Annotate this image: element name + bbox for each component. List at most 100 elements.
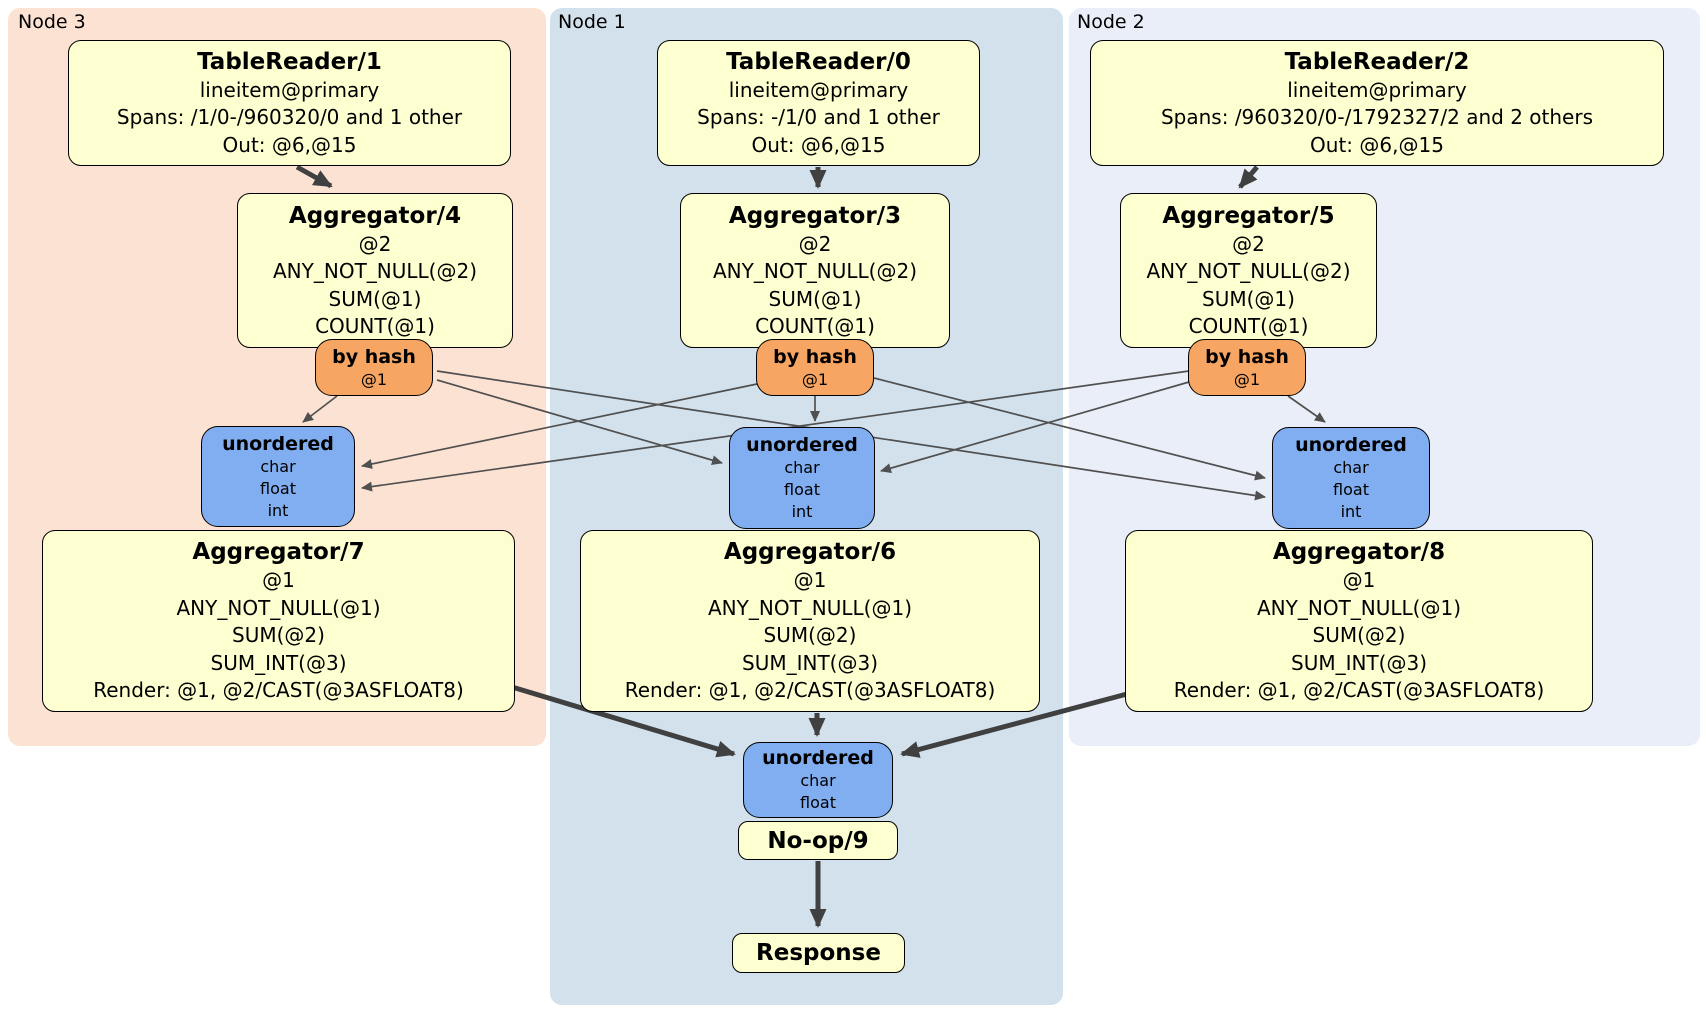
box-line: @2 — [798, 231, 832, 256]
edge-hash3-un3 — [302, 395, 338, 423]
router-by-hash-node3: by hash @1 — [315, 339, 433, 396]
box-title: Aggregator/7 — [192, 539, 365, 566]
box-line: char — [784, 458, 820, 477]
box-line: Spans: /1/0-/960320/0 and 1 other — [116, 105, 463, 130]
box-lines: char float int — [730, 457, 874, 523]
box-line: char — [1333, 458, 1369, 477]
box-title: Aggregator/4 — [288, 202, 462, 229]
box-line: Spans: -/1/0 and 1 other — [697, 105, 940, 130]
box-line: float — [800, 793, 836, 812]
box-line: SUM(@2) — [763, 623, 857, 648]
box-line: SUM_INT(@3) — [742, 650, 878, 675]
box-line: Out: @6,@15 — [222, 132, 357, 157]
box-line: Render: @1, @2/CAST(@3ASFLOAT8) — [1173, 678, 1545, 703]
box-line: float — [784, 480, 820, 499]
box-title: unordered — [1295, 434, 1407, 456]
box-line: SUM(@1) — [328, 286, 422, 311]
box-title: TableReader/0 — [726, 48, 911, 75]
box-line: @1 — [262, 568, 295, 593]
box-line: COUNT(@1) — [1188, 313, 1309, 338]
sync-unordered-node1: unordered char float int — [729, 427, 875, 529]
box-line: @2 — [1232, 231, 1265, 256]
box-line: char — [800, 771, 836, 790]
box-line: float — [260, 478, 296, 498]
box-line: @1 — [1233, 369, 1261, 389]
box-line: SUM(@1) — [1202, 286, 1295, 311]
box-lines: @1 — [316, 369, 432, 391]
box-line: Render: @1, @2/CAST(@3ASFLOAT8) — [624, 678, 996, 703]
edge-tr1-agg4 — [295, 164, 333, 189]
box-line: lineitem@primary — [728, 77, 909, 102]
box-line: Out: @6,@15 — [751, 132, 886, 157]
box-title: by hash — [1205, 345, 1289, 368]
box-title: by hash — [332, 345, 416, 368]
box-line: SUM(@2) — [232, 623, 325, 648]
edge-hash2-un2 — [1287, 395, 1326, 423]
box-line: Out: @6,@15 — [1310, 132, 1444, 157]
box-line: @1 — [793, 568, 827, 593]
box-title: Response — [756, 940, 881, 966]
box-line: int — [791, 502, 813, 521]
box-line: COUNT(@1) — [315, 313, 435, 338]
region-label-node1: Node 1 — [558, 11, 626, 33]
box-line: ANY_NOT_NULL(@1) — [1257, 595, 1461, 620]
box-line: ANY_NOT_NULL(@2) — [713, 259, 917, 284]
box-line: @1 — [360, 369, 388, 389]
box-line: ANY_NOT_NULL(@1) — [176, 595, 381, 620]
box-line: int — [267, 500, 289, 520]
box-line: lineitem@primary — [199, 77, 380, 102]
edge-agg7-unfinal — [511, 684, 736, 758]
box-line: SUM(@2) — [1312, 623, 1406, 648]
box-title: by hash — [773, 345, 857, 368]
processor-response: Response — [732, 933, 905, 973]
sync-unordered-node2: unordered char float int — [1272, 427, 1430, 529]
box-line: ANY_NOT_NULL(@2) — [1146, 259, 1351, 284]
box-line: @2 — [358, 231, 392, 256]
box-line: ANY_NOT_NULL(@1) — [708, 595, 912, 620]
box-line: @1 — [801, 369, 829, 389]
box-lines: char float — [744, 770, 892, 814]
flow-edges — [295, 164, 1259, 928]
box-lines: @1 — [757, 369, 873, 391]
box-title: No-op/9 — [767, 827, 869, 854]
box-title: TableReader/2 — [1284, 48, 1470, 75]
region-label-node2: Node 2 — [1077, 11, 1145, 33]
router-by-hash-node2: by hash @1 — [1188, 339, 1306, 396]
router-by-hash-node1: by hash @1 — [756, 339, 874, 396]
box-title: TableReader/1 — [197, 48, 382, 75]
edge-hash1-un2 — [873, 377, 1266, 481]
box-line: lineitem@primary — [1287, 77, 1467, 102]
box-line: Spans: /960320/0-/1792327/2 and 2 others — [1160, 105, 1593, 130]
edge-tr2-agg5 — [1238, 165, 1259, 189]
edge-hash1-un3 — [361, 383, 758, 469]
box-title: unordered — [746, 434, 858, 456]
box-title: Aggregator/6 — [723, 539, 897, 566]
box-line: int — [1340, 502, 1362, 521]
box-title: unordered — [762, 747, 874, 769]
box-line: ANY_NOT_NULL(@2) — [273, 259, 477, 284]
box-line: SUM_INT(@3) — [1291, 650, 1427, 675]
box-title: Aggregator/8 — [1272, 539, 1446, 566]
box-line: COUNT(@1) — [755, 313, 875, 338]
box-line: SUM_INT(@3) — [210, 650, 347, 675]
box-title: Aggregator/3 — [728, 202, 902, 229]
box-line: Render: @1, @2/CAST(@3ASFLOAT8) — [93, 678, 464, 703]
box-title: unordered — [222, 432, 334, 455]
box-line: @1 — [1342, 568, 1376, 593]
box-title: Aggregator/5 — [1162, 202, 1335, 229]
box-line: float — [1333, 480, 1369, 499]
